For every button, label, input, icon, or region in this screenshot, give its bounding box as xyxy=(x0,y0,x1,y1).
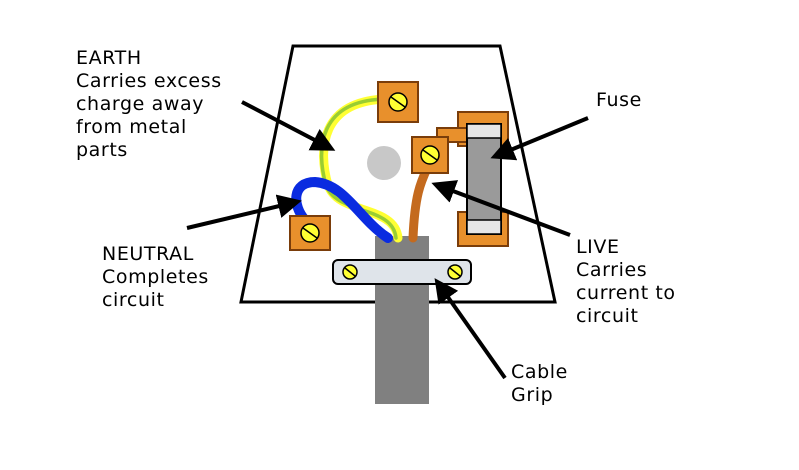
cable-grip-label: Cable Grip xyxy=(511,361,568,407)
earth-label: EARTH Carries excess charge away from me… xyxy=(76,47,222,162)
neutral-label-title: NEUTRAL xyxy=(102,243,194,265)
live-label-title: LIVE xyxy=(576,236,620,258)
live-arrow xyxy=(431,180,571,237)
earth-label-line: Carries excess xyxy=(76,70,222,92)
neutral-terminal xyxy=(289,215,331,251)
live-terminal xyxy=(411,136,449,174)
earth-terminal xyxy=(377,81,419,123)
earth-label-line: charge away xyxy=(76,93,205,115)
neutral-label-line: circuit xyxy=(102,289,165,311)
live-label: LIVE Carries current to circuit xyxy=(576,236,676,328)
earth-label-title: EARTH xyxy=(76,47,142,69)
cable-grip-label-title: Cable xyxy=(511,361,568,383)
live-label-line: current to xyxy=(576,282,676,304)
center-pin-hole xyxy=(367,146,401,180)
earth-arrow xyxy=(241,100,336,151)
neutral-label: NEUTRAL Completes circuit xyxy=(102,243,209,312)
fuse xyxy=(466,123,502,235)
fuse-label-title: Fuse xyxy=(596,89,642,111)
live-label-line: Carries xyxy=(576,259,648,281)
neutral-arrow xyxy=(186,194,302,230)
neutral-label-line: Completes xyxy=(102,266,209,288)
fuse-label: Fuse xyxy=(596,89,642,112)
cable-grip xyxy=(332,259,472,285)
cable-grip-arrow xyxy=(434,278,507,380)
live-label-line: circuit xyxy=(576,305,639,327)
earth-label-line: from metal xyxy=(76,116,187,138)
cable-grip-label-line: Grip xyxy=(511,384,554,406)
earth-label-line: parts xyxy=(76,139,128,161)
fuse-holder xyxy=(436,111,509,247)
fuse-arrow xyxy=(490,116,589,161)
